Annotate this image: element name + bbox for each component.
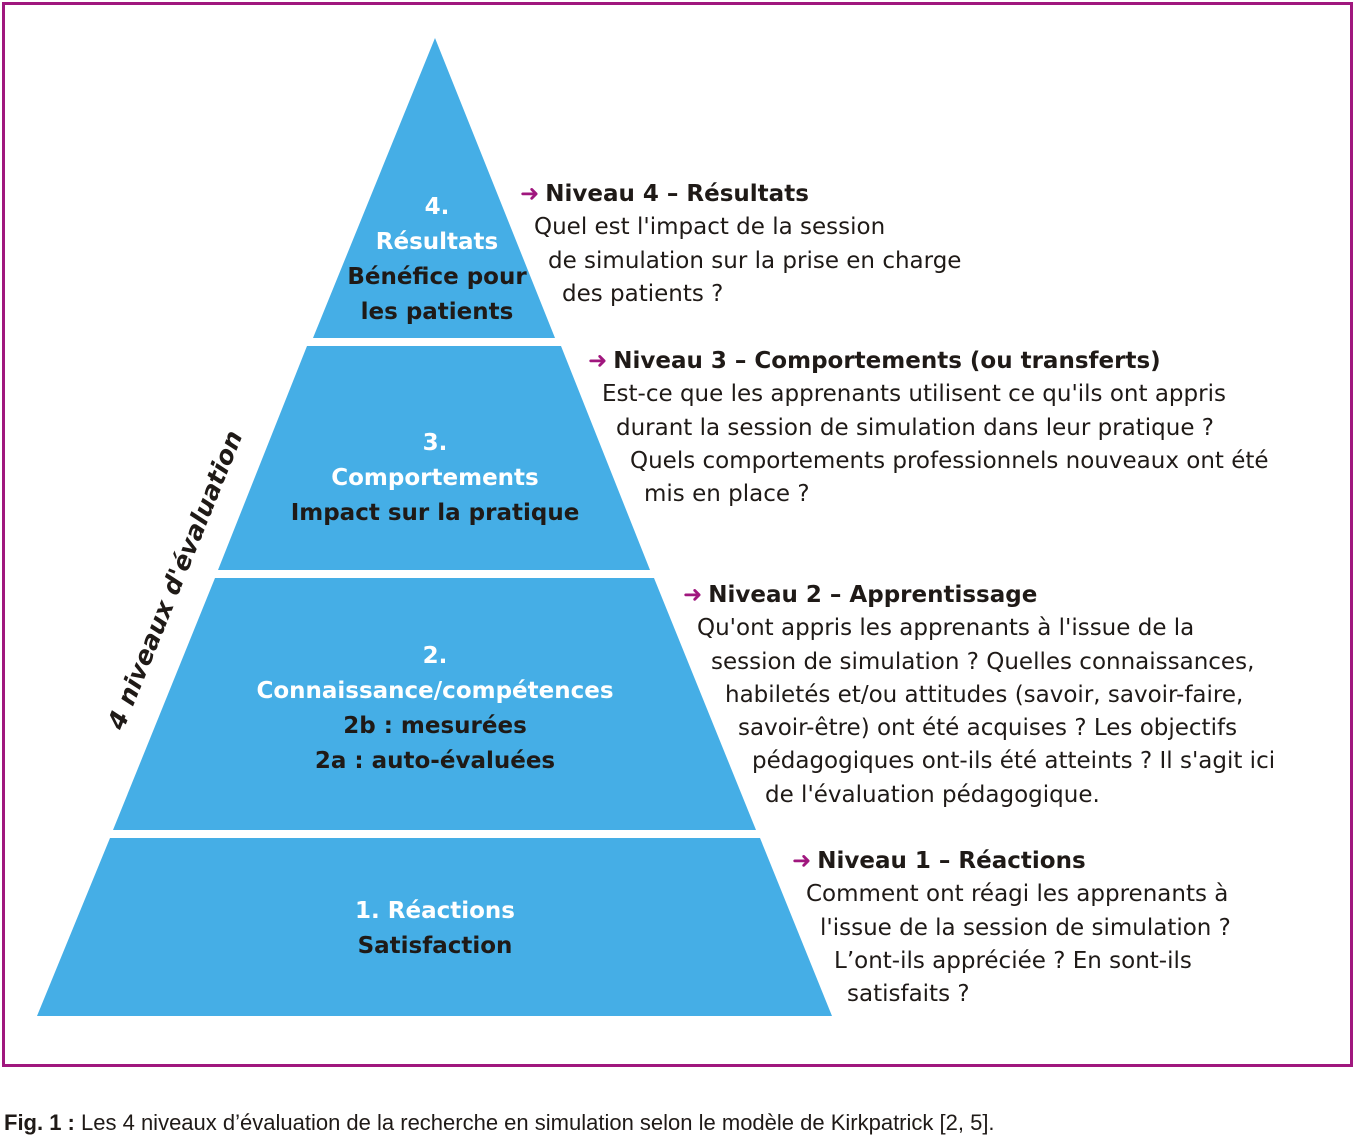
desc-line: habiletés et/ou attitudes (savoir, savoi… [725,681,1244,708]
arrow-right-icon: ➜ [520,181,540,207]
tier-1-text: 1. Réactions Satisfaction [355,894,515,964]
desc-line: de simulation sur la prise en charge [548,247,962,274]
tier-2-text: 2. Connaissance/compétences 2b : mesurée… [256,639,613,779]
tier-line: 2a : auto-évaluées [314,748,556,774]
desc-line: durant la session de simulation dans leu… [616,414,1214,441]
tier-line: Connaissance/compétences [256,678,614,704]
level-4-description: ➜Niveau 4 – Résultats Quel est l'impact … [520,178,962,311]
tier-3-text: 3. Comportements Impact sur la pratique [291,426,580,531]
desc-line: session de simulation ? Quelles connaiss… [711,648,1255,675]
desc-line: Est-ce que les apprenants utilisent ce q… [602,381,1226,408]
level-2-description: ➜Niveau 2 – Apprentissage Qu'ont appris … [683,579,1276,812]
tier-1-shape [37,838,832,1016]
desc-line: savoir-être) ont été acquises ? Les obje… [738,715,1238,742]
tier-line: Résultats [375,229,499,255]
desc-line: l'issue de la session de simulation ? [820,914,1231,941]
tier-number: 3. [422,430,448,456]
desc-line: de l'évaluation pédagogique. [765,781,1100,808]
caption-text: Les 4 niveaux d’évaluation de la recherc… [81,1110,995,1135]
desc-line: Qu'ont appris les apprenants à l'issue d… [697,615,1195,642]
tier-line: Satisfaction [357,933,513,959]
desc-line: pédagogiques ont-ils été atteints ? Il s… [752,748,1276,775]
arrow-right-icon: ➜ [588,348,608,374]
caption-label: Fig. 1 : [4,1110,75,1135]
figure-caption: Fig. 1 : Les 4 niveaux d’évaluation de l… [4,1110,995,1136]
arrow-right-icon: ➜ [683,582,703,608]
tier-4-shape [313,38,555,338]
desc-line: des patients ? [562,280,724,307]
level-title: ➜Niveau 2 – Apprentissage [683,582,1038,608]
level-title: ➜Niveau 4 – Résultats [520,181,809,207]
tier-line: Comportements [331,465,539,491]
desc-line: mis en place ? [644,481,810,508]
tier-line: Bénéfice pour [347,264,527,290]
desc-line: Quels comportements professionnels nouve… [630,447,1269,474]
tier-line: 2b : mesurées [343,713,527,739]
desc-line: L’ont-ils appréciée ? En sont-ils [834,947,1192,974]
desc-line: Quel est l'impact de la session [534,214,886,241]
tier-2-shape [113,578,756,830]
level-1-description: ➜Niveau 1 – Réactions Comment ont réagi … [792,845,1231,1011]
tier-3-shape [218,346,650,570]
tier-number: 4. [424,194,450,220]
level-3-description: ➜Niveau 3 – Comportements (ou transferts… [588,345,1269,511]
desc-line: satisfaits ? [847,981,970,1008]
tier-number: 2. [422,643,448,669]
tier-line: les patients [360,299,514,325]
arrow-right-icon: ➜ [792,848,812,874]
tier-line: 1. Réactions [355,898,515,924]
pyramid [37,38,832,1016]
figure-frame [2,2,1353,1067]
level-title: ➜Niveau 1 – Réactions [792,848,1086,874]
desc-line: Comment ont réagi les apprenants à [806,881,1229,908]
tier-line: Impact sur la pratique [290,500,580,526]
tier-4-text: 4. Résultats Bénéfice pour les patients [347,190,526,330]
level-title: ➜Niveau 3 – Comportements (ou transferts… [588,348,1161,374]
